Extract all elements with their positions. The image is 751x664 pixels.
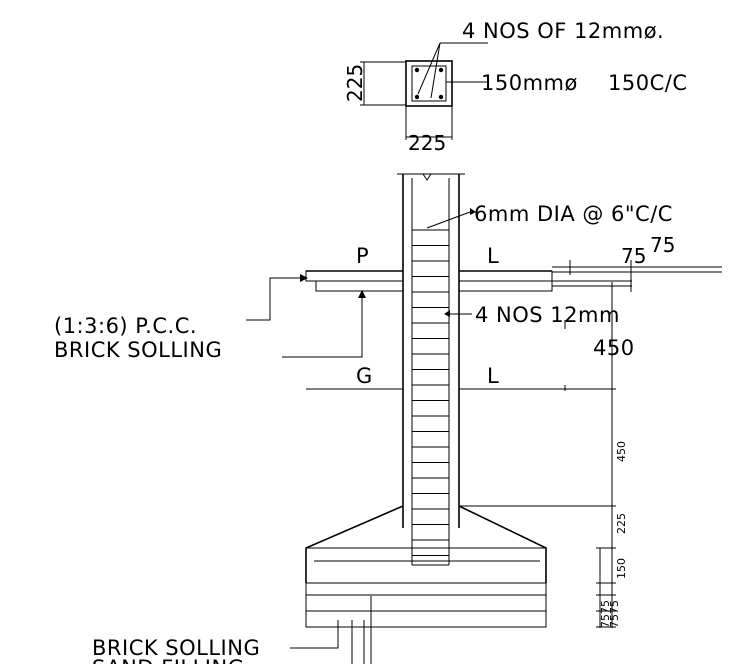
dim-450: 450 [615, 441, 628, 462]
dim-225: 225 [615, 513, 628, 534]
stirrup-dia-label: 150mmø [481, 71, 578, 95]
ground-l-label: L [487, 364, 499, 388]
plinth-pcc [305, 260, 722, 387]
sand-filling-label: SAND FILLING [92, 656, 245, 664]
pcc-label: (1:3:6) P.C.C. [54, 314, 197, 338]
column-elevation [397, 173, 465, 565]
stirrup-spec-label: 6mm DIA @ 6"C/C [474, 202, 673, 226]
main-bars-label: 4 NOS OF 12mmø. [462, 19, 664, 43]
column-width-label: 450 [593, 336, 635, 360]
footing [305, 505, 547, 628]
dim-150: 150 [615, 558, 628, 579]
brick-solling-bottom-label: BRICK SOLLING [92, 636, 260, 660]
pcc-offset-2: 75 [650, 233, 675, 257]
brick-solling-top-label: BRICK SOLLING [54, 338, 222, 362]
vertical-dimensions [459, 387, 616, 628]
ground-g-label: G [356, 364, 373, 388]
column-section [360, 42, 488, 140]
dim-75-stack-b: 7575 [608, 600, 621, 628]
stirrup-spacing-label: 150C/C [608, 71, 687, 95]
pcc-offset-1: 75 [621, 244, 646, 268]
plinth-l-label: L [487, 244, 499, 268]
dim-75-stack: 7575 [599, 600, 612, 628]
plinth-p-label: P [356, 244, 369, 268]
section-depth-dim: 225 [343, 64, 367, 102]
section-width-dim: 225 [408, 131, 446, 155]
column-bars-label: 4 NOS 12mm [475, 303, 620, 327]
